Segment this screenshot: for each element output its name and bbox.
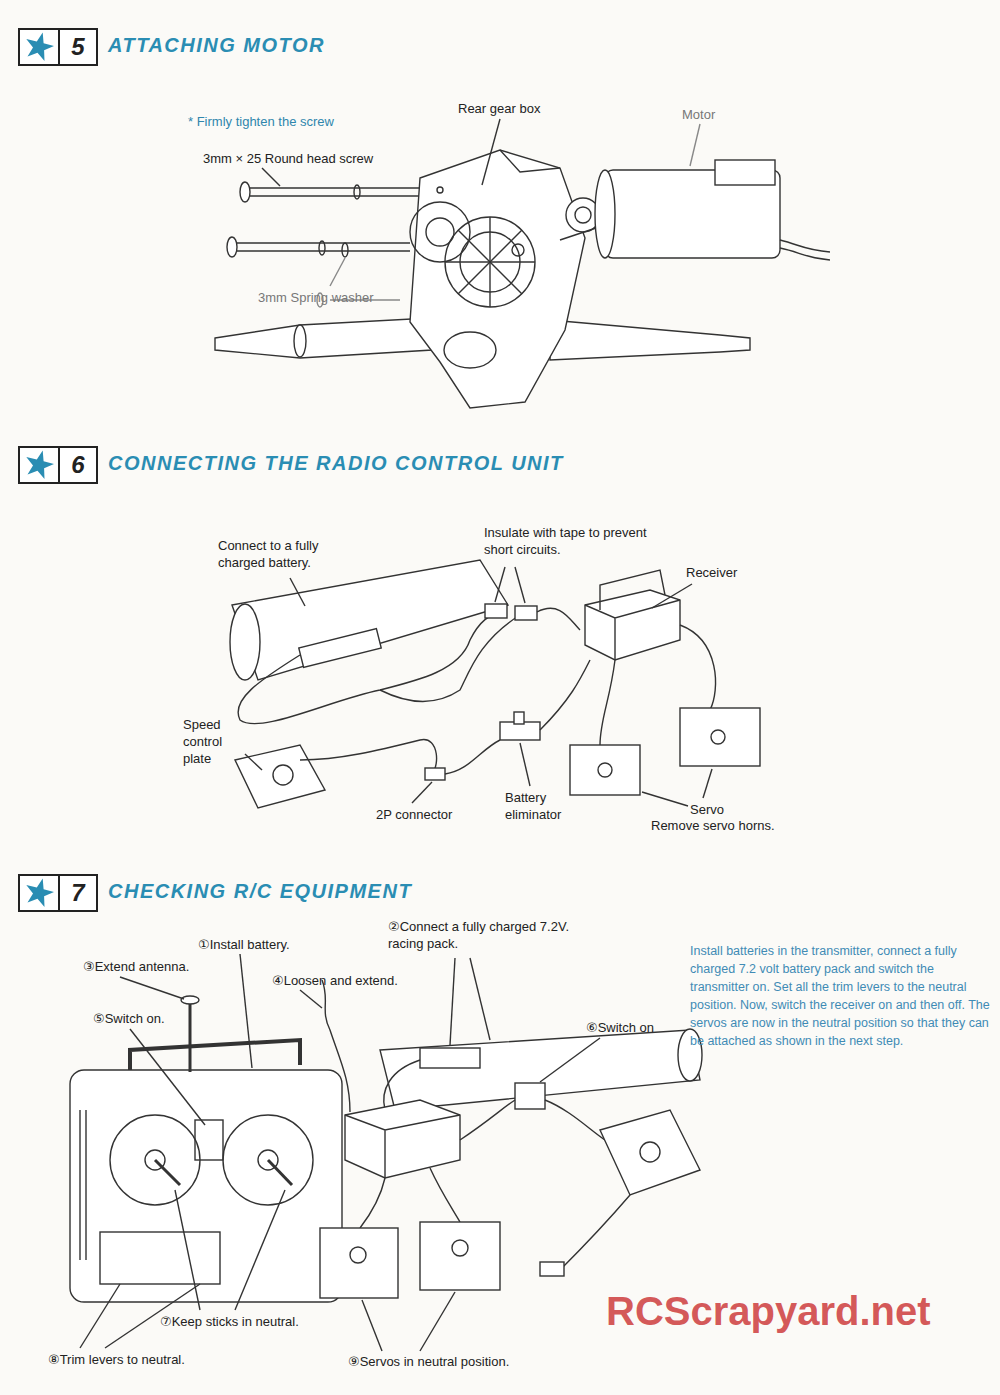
part-label: ⑧Trim levers to neutral. [48,1351,248,1368]
step-number: 6 [60,448,96,482]
part-label: Battery eliminator [505,789,585,823]
step-heading: CONNECTING THE RADIO CONTROL UNIT [108,452,564,475]
star-icon [20,448,60,482]
star-icon [20,30,60,64]
part-label: Remove servo horns. [651,817,821,834]
part-label: Servo [690,801,760,818]
part-label: 3mm Spring washer [258,289,418,306]
part-label: ⑦Keep sticks in neutral. [160,1313,360,1330]
part-label: Speed control plate [183,716,243,767]
part-label: 3mm × 25 Round head screw [203,150,433,167]
star-icon [20,876,60,910]
watermark: RCScrapyard.net [606,1288,986,1334]
part-label: ①Install battery. [198,936,348,953]
part-label: ④Loosen and extend. [272,972,442,989]
rc-wiring-illustration [230,560,760,808]
step-number: 7 [60,876,96,910]
part-label: Rear gear box [458,100,588,117]
step-number-box: 7CHECKING R/C EQUIPMENT [18,874,98,912]
step-heading: CHECKING R/C EQUIPMENT [108,880,412,903]
part-label: 2P connector [376,806,486,823]
part-label: ②Connect a fully charged 7.2V. racing pa… [388,918,578,952]
part-label: Connect to a fully charged battery. [218,537,358,571]
part-label: Insulate with tape to prevent short circ… [484,524,654,558]
part-label: Motor [682,106,752,123]
step-number: 5 [60,30,96,64]
part-label: * Firmly tighten the screw [188,113,408,130]
part-label: ⑥Switch on [586,1019,686,1036]
step-heading: ATTACHING MOTOR [108,34,325,57]
part-label: ⑨Servos in neutral position. [348,1353,578,1370]
part-label: ⑤Switch on. [93,1010,188,1027]
part-label: Receiver [686,564,776,581]
step-number-box: 6CONNECTING THE RADIO CONTROL UNIT [18,446,98,484]
part-label: ③Extend antenna. [83,958,223,975]
instruction-note: Install batteries in the transmitter, co… [690,942,990,1050]
step-number-box: 5ATTACHING MOTOR [18,28,98,66]
